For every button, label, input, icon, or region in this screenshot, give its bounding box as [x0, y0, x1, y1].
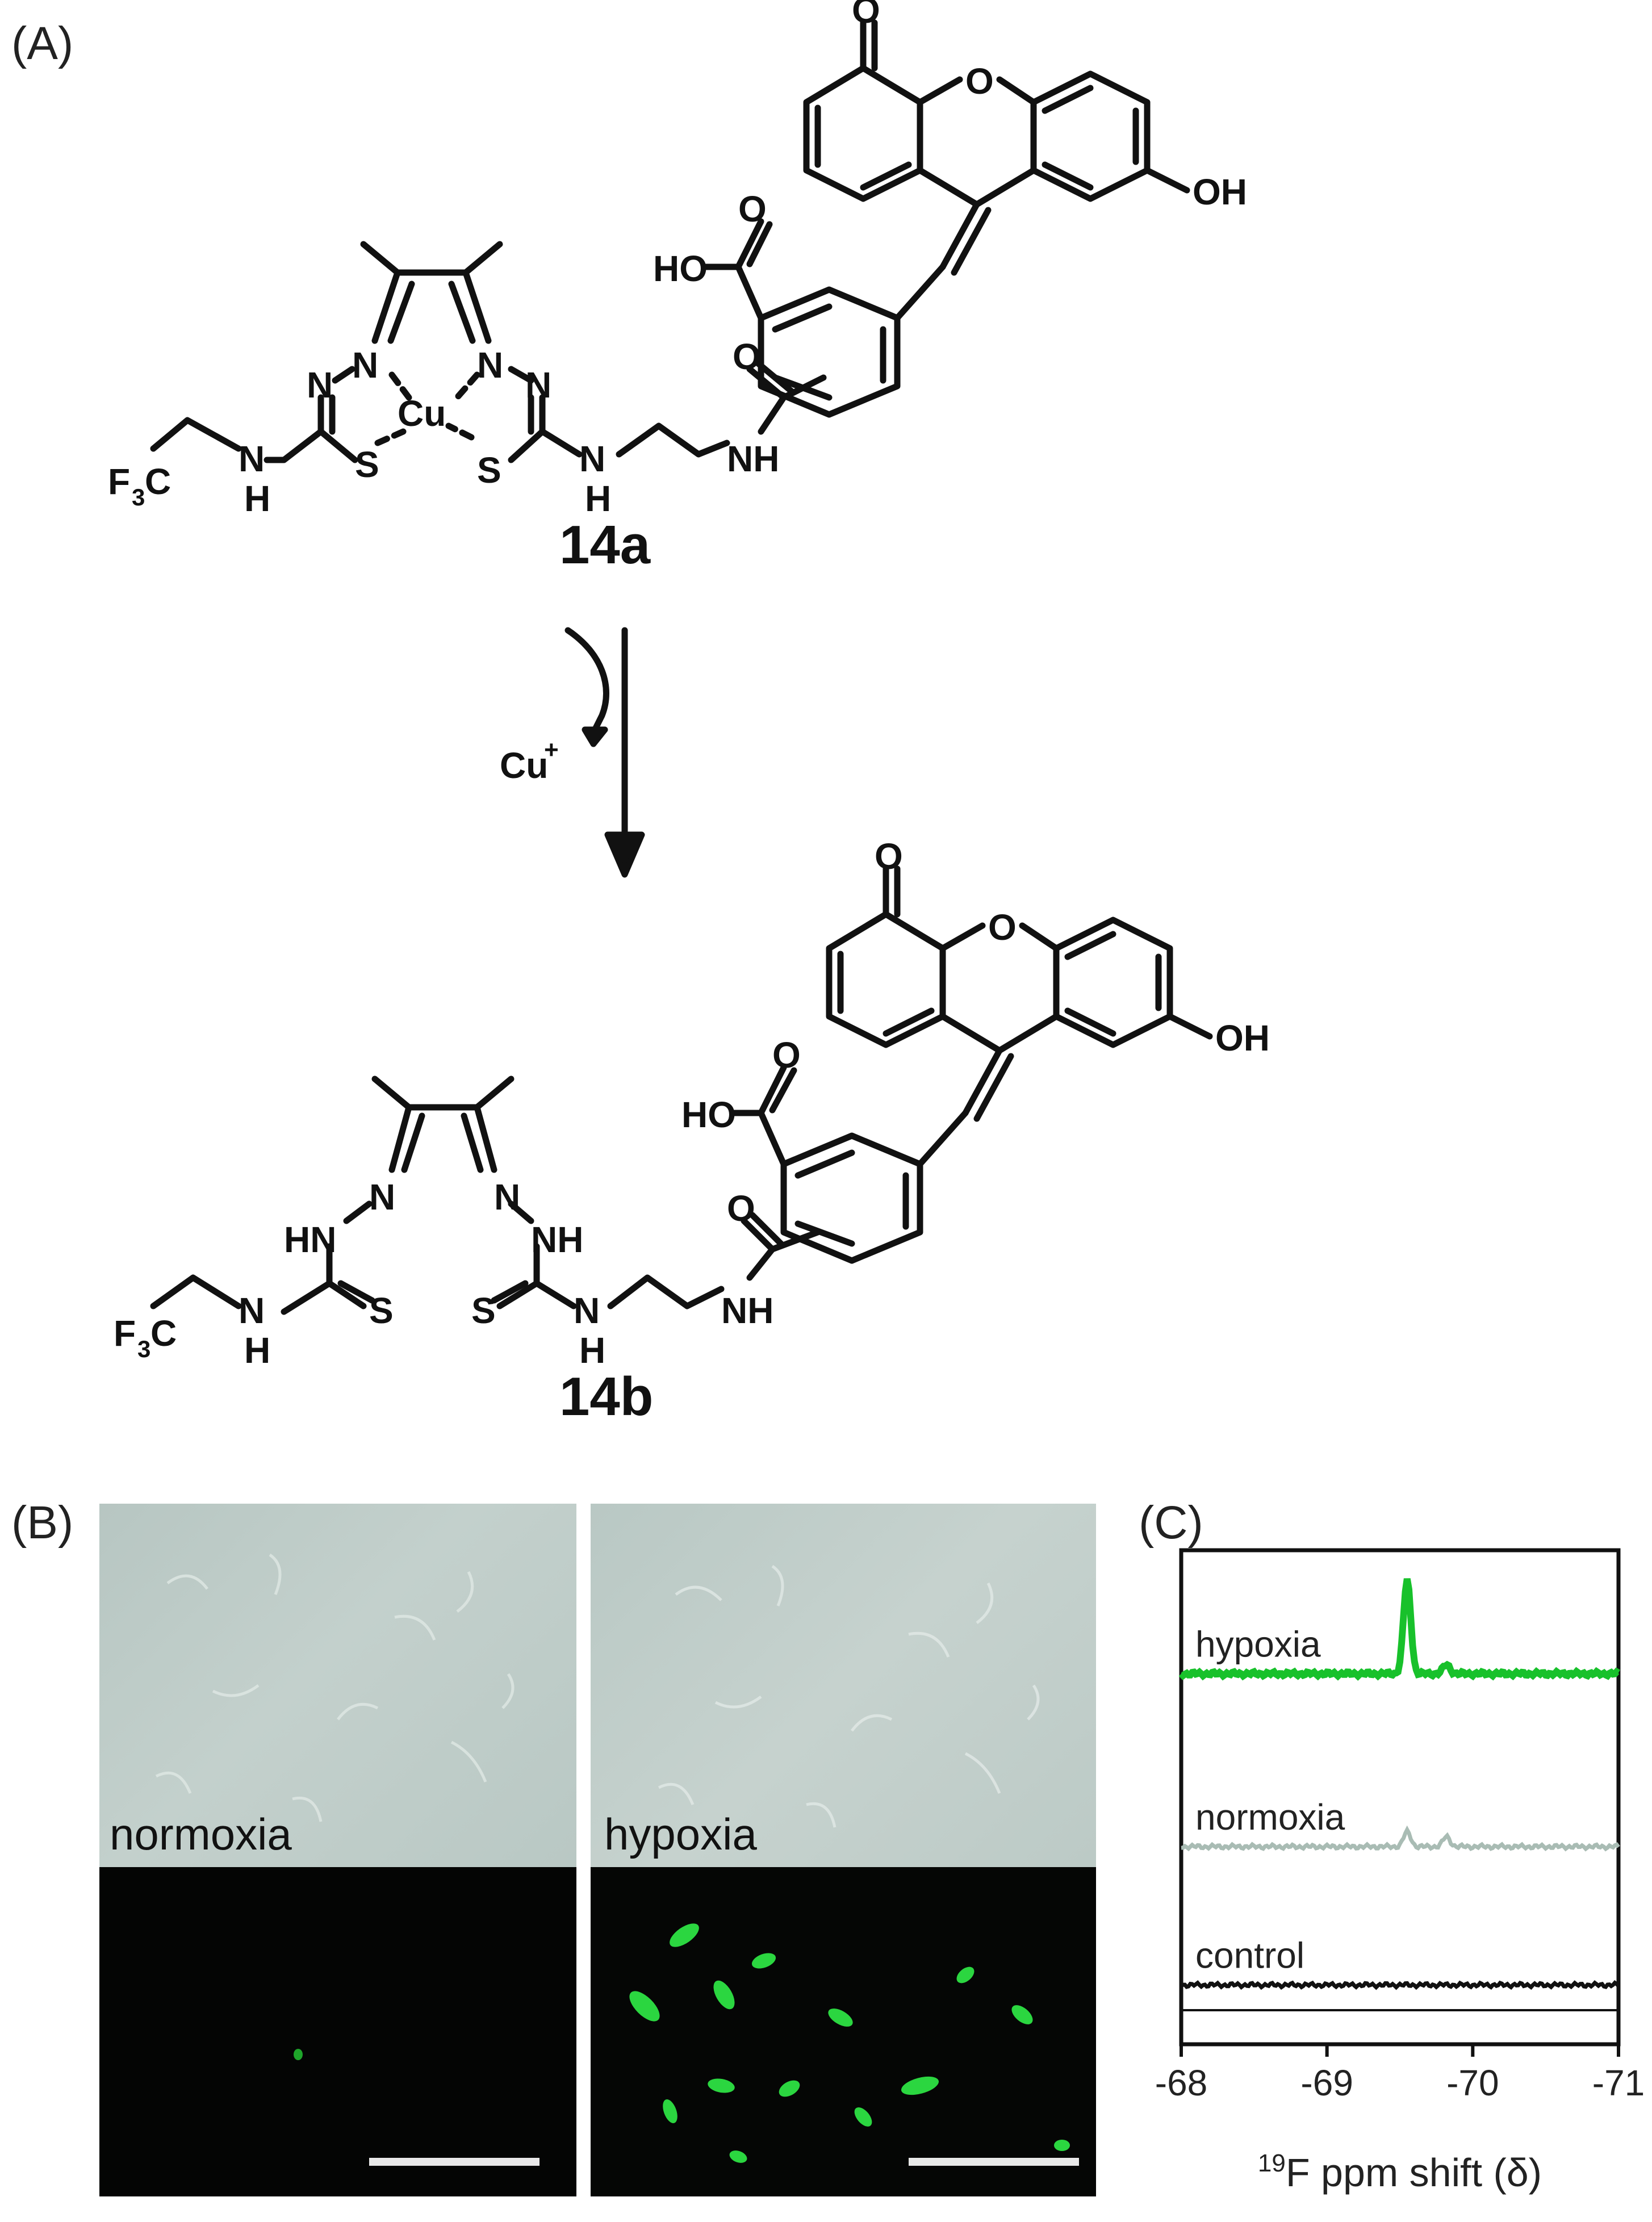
panel-label-c: (C)	[1139, 1497, 1203, 1549]
series-label-hypoxia: hypoxia	[1195, 1624, 1321, 1665]
atom-label: N	[352, 345, 378, 386]
x-tick-label: -71	[1592, 2062, 1645, 2103]
reaction-scheme: O O OH O HO O NH N N N N Cu S S N H N H …	[108, 0, 1270, 1371]
atom-label: N	[574, 1290, 600, 1331]
atom-label: H	[244, 1330, 270, 1371]
atom-label: 3	[137, 1336, 150, 1362]
micrograph-label-hypoxia: hypoxia	[604, 1809, 757, 1859]
x-axis-label-text: F ppm shift (δ)	[1286, 2150, 1542, 2195]
panel-label-a: (A)	[11, 18, 74, 69]
atom-label: O	[733, 336, 761, 377]
fluorescent-cells	[629, 1923, 1070, 2163]
series-label-control: control	[1195, 1935, 1304, 1976]
atom-label: S	[369, 1290, 394, 1331]
atom-label: H	[579, 1330, 605, 1371]
x-axis-label-superscript: 19	[1258, 2149, 1286, 2177]
atom-label: N	[239, 438, 265, 479]
atom-label: O	[875, 836, 903, 877]
atom-label: S	[471, 1290, 496, 1331]
micrograph-normoxia-fluorescence	[99, 1867, 576, 2196]
plot-frame	[1179, 1548, 1621, 2047]
scale-bar	[909, 2158, 1079, 2166]
x-tick-label: -69	[1300, 2062, 1353, 2103]
fluorescent-spot	[294, 2049, 303, 2060]
atom-label: O	[988, 907, 1017, 948]
compound-label-14b: 14b	[559, 1366, 654, 1427]
atom-label: S	[477, 450, 501, 491]
atom-label: HO	[681, 1094, 736, 1135]
atom-label: OH	[1215, 1018, 1270, 1058]
atom-label: F	[108, 461, 130, 502]
series-line-control	[1180, 1980, 1620, 1990]
series-line-normoxia	[1181, 1825, 1620, 1852]
atom-label: N	[239, 1290, 265, 1331]
atom-label: NH	[531, 1219, 583, 1260]
cell-texture	[155, 1553, 515, 1822]
atom-label: C	[150, 1313, 177, 1354]
atom-label: HO	[653, 248, 708, 289]
atom-label: 3	[132, 484, 145, 510]
atom-label: N	[477, 345, 503, 386]
atom-label: N	[494, 1177, 520, 1217]
reagent-charge: +	[544, 736, 559, 764]
atom-label: N	[369, 1177, 395, 1217]
micrograph-hypoxia-brightfield: hypoxia	[591, 1504, 1096, 1867]
atom-label: O	[727, 1188, 755, 1229]
scale-bar	[369, 2158, 539, 2166]
micrograph-normoxia-brightfield: normoxia	[99, 1504, 576, 1867]
atom-label: N	[307, 365, 333, 405]
panel-label-b: (B)	[11, 1497, 74, 1549]
x-tick-label: -68	[1155, 2062, 1208, 2103]
atom-label: C	[145, 461, 171, 502]
atom-label: Cu	[398, 393, 446, 434]
nmr-spectrum-chart: hypoxia normoxia control -68 -69 -70 -71 19F …	[1155, 1548, 1645, 2195]
atom-label: F	[114, 1313, 136, 1354]
series-label-normoxia: normoxia	[1195, 1797, 1345, 1838]
atom-label: O	[772, 1035, 801, 1076]
x-tick-label: -70	[1446, 2062, 1499, 2103]
atom-label: NH	[721, 1290, 773, 1331]
atom-label: H	[244, 478, 270, 519]
series-line-hypoxia	[1178, 1578, 1620, 1681]
atom-label: O	[738, 189, 767, 229]
atom-label: HN	[284, 1219, 336, 1260]
atom-label: S	[355, 444, 379, 485]
atom-label: O	[965, 61, 994, 102]
reagent-label: Cu	[500, 745, 548, 786]
compound-label-14a: 14a	[559, 514, 651, 575]
micrograph-hypoxia-fluorescence	[591, 1867, 1096, 2196]
atom-label: NH	[727, 438, 779, 479]
atom-label: N	[525, 365, 551, 405]
atom-label: H	[585, 478, 611, 519]
atom-label: N	[579, 438, 605, 479]
x-axis-label: 19F ppm shift (δ)	[1258, 2149, 1542, 2195]
micrograph-label-normoxia: normoxia	[110, 1809, 292, 1859]
atom-label: O	[852, 0, 880, 31]
atom-label: OH	[1193, 171, 1247, 212]
cell-texture	[658, 1564, 1040, 1828]
